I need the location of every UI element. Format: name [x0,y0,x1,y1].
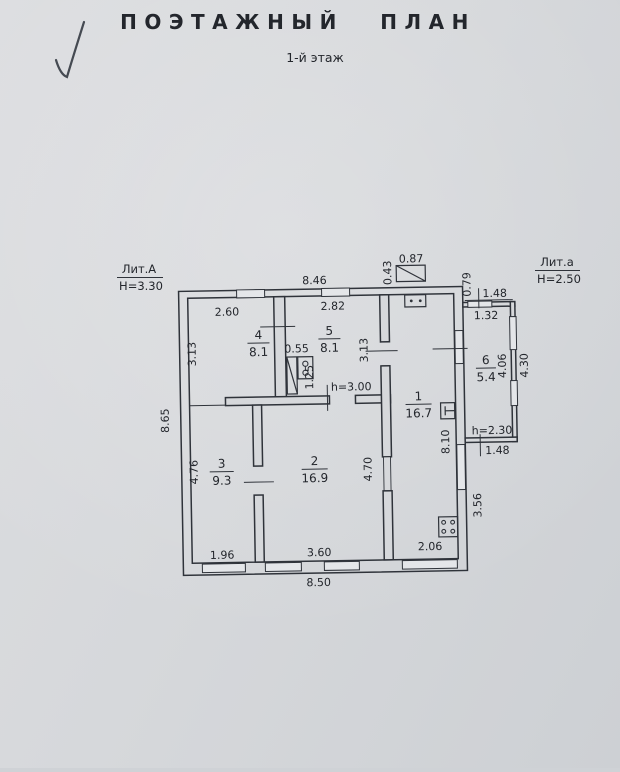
dim-left-height: 8.65 [159,408,172,433]
page-title: ПОЭТАЖНЫЙ ПЛАН [120,10,476,34]
wall-room3-room2-b [254,495,264,562]
legend-building-annex: Лит.а Н=2.50 [535,255,581,286]
room-number: 6 [482,353,490,367]
window [402,560,457,569]
dim-tick [433,348,468,349]
dim-veranda-outer-h: 4.30 [518,353,531,378]
inner-wall-contour [188,294,459,564]
window [468,301,492,307]
dim-right-offset: 0.79 [460,272,473,297]
window [510,317,517,350]
dim-top-width: 8.46 [302,274,327,287]
dim-veranda-inner-h: 4.06 [496,353,509,378]
dim-room5-h: 3.13 [357,338,370,363]
door-threshold-room4 [190,405,226,406]
room-label-5: 5 8.1 [318,324,341,355]
dim-room3-h: 4.76 [188,460,201,485]
room-area: 16.7 [405,406,432,420]
legend-lit-main: Лит.А [122,262,156,276]
dim-room3-w: 1.96 [210,549,235,562]
dim-bottom-width: 8.50 [306,576,331,589]
room-number: 1 [414,389,422,403]
stove-symbol [439,517,458,537]
page-subtitle: 1-й этаж [286,50,344,65]
wall-room3-room2-a [253,405,263,466]
handwritten-checkmark [56,22,84,77]
wall-room1-a [380,295,390,342]
legend-lit-annex: Лит.а [540,255,574,269]
chimney-symbol [396,265,425,282]
window [322,288,350,296]
veranda-wall-bottom [465,437,517,442]
dim-room4-w: 2.60 [215,305,240,318]
wall-top-bottom-rooms-a [225,396,329,406]
door-to-veranda [455,330,464,363]
dim-room2-w: 3.60 [307,546,332,559]
dim-below-veranda: 3.56 [471,493,484,518]
room-number: 4 [254,328,262,342]
wall-room1-b [381,366,392,457]
room-area: 9.3 [212,474,231,488]
dim-ceiling-veranda: h=2.30 [472,424,513,438]
room-label-4: 4 8.1 [247,328,270,359]
room-number: 5 [325,324,333,338]
window [511,381,518,406]
dim-closet-h: 1.25 [303,365,316,390]
dim-room2-h: 4.70 [361,457,374,482]
dim-room1-w: 2.06 [418,540,443,553]
legend-height-annex: Н=2.50 [537,272,581,286]
dim-chimney-w: 0.87 [399,252,424,265]
room-label-6: 6 5.4 [476,353,497,384]
dim-tick [260,326,295,327]
room-label-2: 2 16.9 [301,454,328,485]
dim-closet-w: 0.55 [284,342,309,355]
window [457,444,466,489]
dim-veranda-bottom-w: 1.48 [485,444,510,457]
room-area: 5.4 [476,370,495,384]
window [202,563,245,572]
dim-room5-w: 2.82 [320,300,345,313]
room-label-1: 1 16.7 [405,389,432,420]
dim-veranda-inner-w: 1.32 [474,309,499,322]
room-area: 8.1 [320,341,339,355]
room-label-3: 3 9.3 [209,457,234,488]
outer-wall-contour [179,286,468,575]
room-area: 16.9 [301,471,328,485]
dim-chimney-h: 0.43 [381,260,394,285]
wall-room1-c [383,491,393,560]
dim-veranda-top-w: 1.48 [482,287,507,300]
dim-room4-h: 3.13 [185,342,198,367]
opening-room2-room1 [383,457,391,491]
dim-ceiling-main: h=3.00 [331,380,372,394]
window [324,561,359,570]
floorplan-body: 8.46 2.60 2.82 0.55 0.87 1.48 1.32 h=3.0… [156,250,535,591]
vent-symbol [405,295,426,307]
window [265,562,301,571]
legend-height-main: Н=3.30 [119,279,163,293]
window [237,289,265,297]
dim-room1-h: 8.10 [439,429,452,454]
room-number: 3 [218,457,226,471]
legend-building-main: Лит.А Н=3.30 [117,262,163,293]
room-area: 8.1 [249,345,268,359]
room-number: 2 [311,454,319,468]
meter-symbol [441,403,455,419]
dim-tick [244,482,274,483]
